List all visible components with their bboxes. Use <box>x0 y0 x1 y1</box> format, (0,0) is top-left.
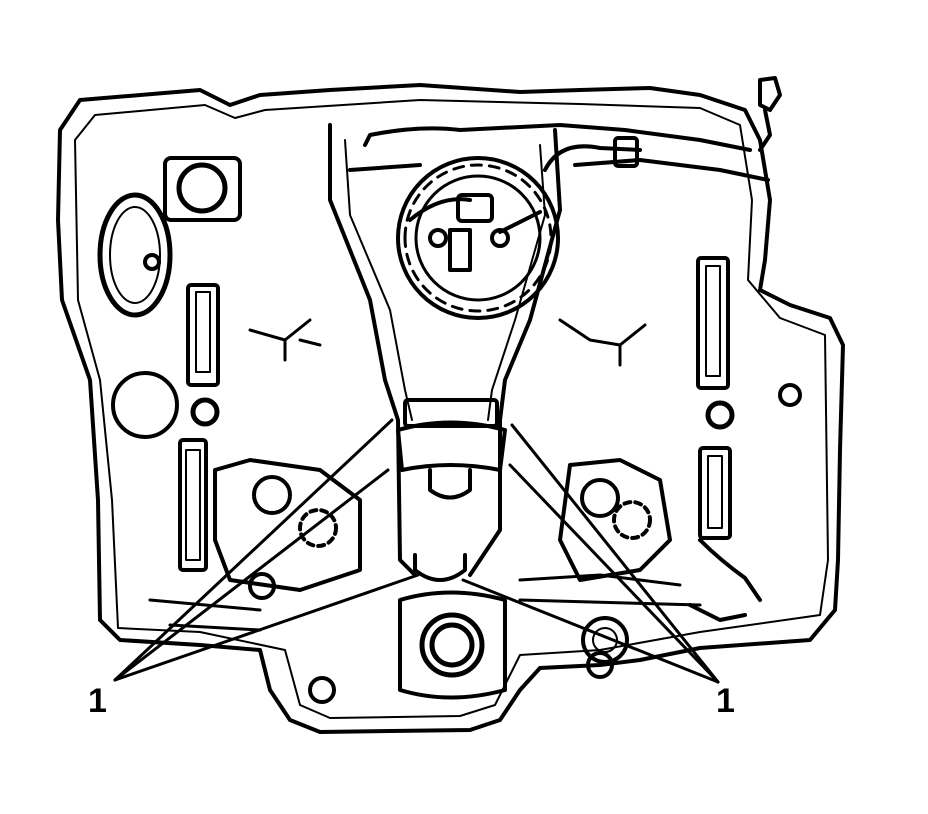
callout-label-left: 1 <box>88 682 107 720</box>
leader-right-3 <box>461 578 720 684</box>
sump-corner-boss <box>308 676 336 704</box>
left-pocket-boss <box>252 475 292 515</box>
left-rib-upper-inner <box>195 291 211 373</box>
leader-left-2 <box>113 468 390 682</box>
callout-label-right: 1 <box>716 682 735 720</box>
fuel-pump-fitting <box>428 228 448 248</box>
right-rib-lower-inner <box>707 455 723 529</box>
strap-band-upper <box>403 398 499 428</box>
right-rib-upper-inner <box>705 265 721 377</box>
lower-neck <box>413 553 467 582</box>
left-access-oval <box>97 192 173 318</box>
connector-top-right <box>758 76 782 152</box>
leader-left-3 <box>113 573 420 682</box>
clip-top-right <box>613 136 639 168</box>
left-small-port <box>190 397 220 427</box>
fuel-line-top <box>363 123 752 152</box>
fuel-line-top-2 <box>348 158 770 182</box>
tank-outline <box>56 83 845 734</box>
sump-port-outer <box>419 612 485 678</box>
left-plug <box>143 253 161 271</box>
bottom-strap-left <box>148 598 262 632</box>
right-hose <box>688 538 762 622</box>
fuel-pump-connector <box>456 193 494 223</box>
right-rib-lower <box>698 446 732 540</box>
right-drain-boss <box>586 651 614 679</box>
fuel-pump-ring-inner <box>414 174 542 302</box>
fuel-line-curve <box>543 144 642 172</box>
left-lower-boss <box>248 572 276 600</box>
saddle-channel-inner-left <box>344 139 413 421</box>
saddle-channel-left <box>328 123 417 577</box>
right-brace <box>558 318 647 367</box>
left-access-oval-inner <box>109 206 161 304</box>
fuel-pump-valve <box>448 228 472 272</box>
left-rib-upper <box>186 283 220 387</box>
right-lower-fitting <box>581 616 629 664</box>
strap-notch <box>428 468 472 500</box>
right-pocket-boss-2 <box>612 500 652 540</box>
left-brace <box>248 318 322 362</box>
left-rib-lower <box>178 438 208 572</box>
leader-right-2 <box>508 463 720 684</box>
saddle-channel-right <box>468 128 562 577</box>
fuel-pump-arm <box>408 197 542 234</box>
right-pocket-boss <box>580 478 620 518</box>
left-rib-lower-inner <box>185 449 201 561</box>
leader-right-1 <box>510 423 720 684</box>
left-pocket-boss-2 <box>298 508 338 548</box>
bottom-strap-right <box>518 573 702 607</box>
sump-port-inner <box>429 622 475 668</box>
leader-left-1 <box>113 418 394 682</box>
filler-neck-port <box>176 162 228 214</box>
tank-inner-outline <box>74 99 829 719</box>
strap-band-lower <box>396 420 507 472</box>
fuel-pump-ring-dashes <box>403 163 553 313</box>
right-lower-pocket <box>558 458 672 582</box>
left-boss <box>111 371 179 439</box>
right-rib-upper <box>696 256 730 390</box>
left-lower-pocket <box>213 458 362 592</box>
fuel-pump-ring-outer <box>396 156 560 320</box>
right-bolt <box>778 383 802 407</box>
sump-outline <box>398 590 507 700</box>
filler-neck-mount <box>163 156 242 222</box>
right-small-port <box>705 400 735 430</box>
